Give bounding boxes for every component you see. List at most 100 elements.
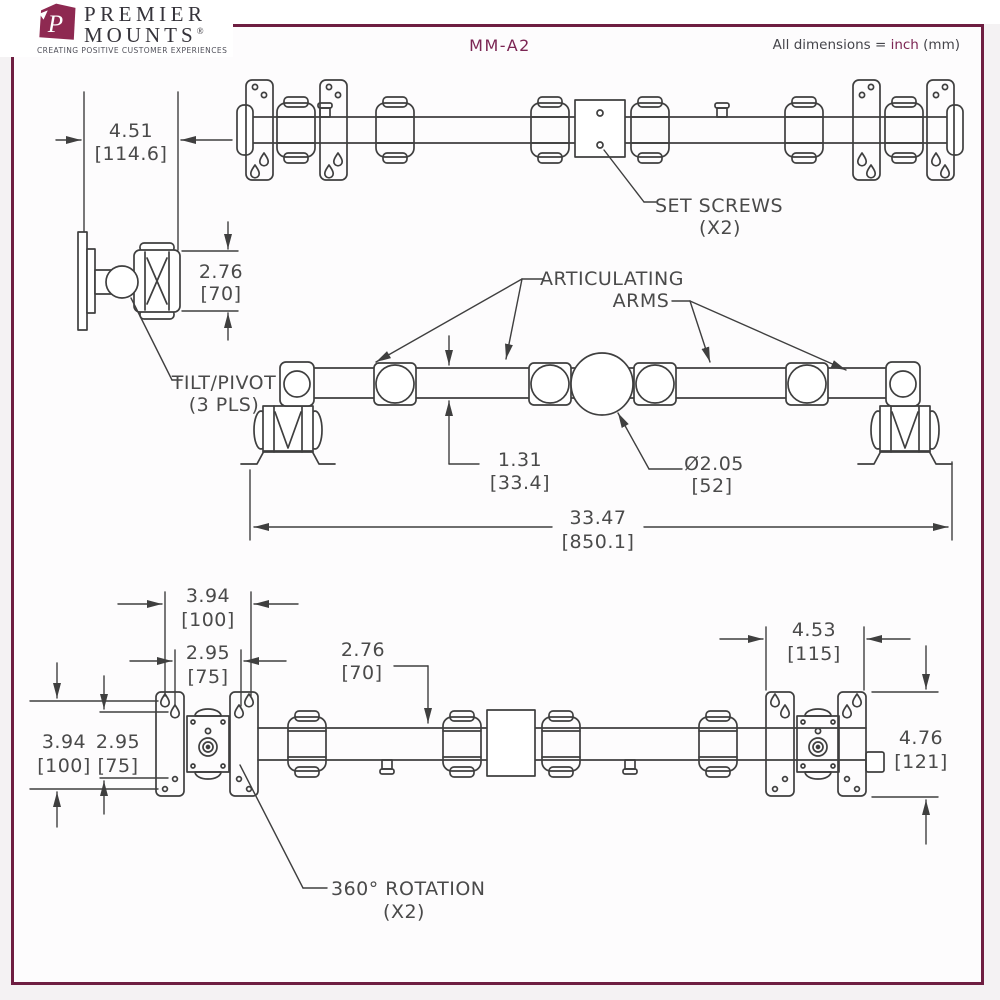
callout-set-screws: SET SCREWS (X2) [603,149,783,239]
dimensions-note-unit: inch [890,37,919,53]
top-view-drawing [236,80,964,180]
clamp-joint [784,96,824,164]
articulating-arms-label-1: ARTICULATING [540,268,684,290]
logo-shape [39,3,76,40]
vesa-plate [230,692,258,796]
vesa-plate [320,80,347,180]
arm-joint [635,364,675,404]
dim-center-section-in: 2.76 [341,639,385,661]
dim-joint-height-in: 2.76 [199,261,243,283]
dim-mount-depth: 4.51 [114.6] [55,91,233,251]
dim-mount-depth-in: 4.51 [109,120,153,142]
vesa-plate [853,80,880,180]
clamp-joint [698,710,738,778]
dim-joint-height-mm: [70] [200,283,241,305]
dim-overall-width: 33.47 [850.1] [249,461,953,553]
arm-end-cap [946,104,964,156]
dim-center-diameter-in: Ø2.05 [684,453,744,475]
vesa-plate [766,692,794,796]
dim-vesa-width-inner-mm: [75] [187,666,228,688]
tilt-pivot-qty: (3 PLS) [189,394,260,416]
dim-vesa-width-outer-in: 3.94 [186,585,230,607]
articulating-arms-label-2: ARMS [613,290,670,312]
rotation-label: 360° ROTATION [331,878,486,900]
screw-stub [714,102,730,118]
dimensions-note: All dimensions = inch (mm) [772,37,960,53]
callout-tilt-pivot: TILT/PIVOT (3 PLS) [130,297,276,416]
dim-vesa-height-inner-in: 2.95 [96,731,140,753]
arm-joint [375,364,415,404]
drawing-sheet [14,27,981,982]
dim-plate-height-in: 4.76 [899,727,943,749]
dim-plate-width: 4.53 [115] [719,619,911,691]
screw-stub [622,759,638,775]
tilt-pivot-label: TILT/PIVOT [171,372,276,394]
rotation-swivel [796,708,840,780]
vesa-plate-edge [77,231,88,331]
dim-vesa-height-outer-mm: [100] [37,755,91,777]
dim-plate-height: 4.76 [121] [871,645,948,845]
dim-plate-height-mm: [121] [894,751,948,773]
dim-arm-thickness-in: 1.31 [498,449,542,471]
dim-vesa-width-inner-in: 2.95 [186,642,230,664]
arm-joint [530,364,570,404]
screw-stub [379,759,395,775]
clamp-joint [442,710,482,778]
logo-tagline: CREATING POSITIVE CUSTOMER EXPERIENCES [37,46,228,55]
set-screws-label: SET SCREWS [655,195,783,217]
registered-mark: ® [196,26,204,36]
arm-end-cap [236,104,254,156]
dim-vesa-height-outer-in: 3.94 [42,731,86,753]
dim-vesa-width-outer: 3.94 [100] [117,585,299,697]
model-number-title: MM-A2 [469,36,531,55]
dim-plate-width-in: 4.53 [792,619,836,641]
center-mount-plate [486,709,536,777]
dim-vesa-height-inner-mm: [75] [97,755,138,777]
dim-arm-thickness-mm: [33.4] [490,472,550,494]
dim-joint-height: 2.76 [70] [181,221,243,341]
rotation-swivel [186,708,230,780]
clamp-joint [276,96,316,164]
dim-vesa-width-outer-mm: [100] [181,609,235,631]
logo-word-premier: PREMIER [84,2,207,26]
dim-center-diameter-mm: [52] [691,475,732,497]
arm-joint [889,370,917,398]
dim-mount-depth-mm: [114.6] [95,143,168,165]
clamp-joint [630,96,670,164]
clamp-joint [541,710,581,778]
pivot-joint [105,265,139,299]
vesa-plate [156,692,184,796]
wall-bracket [857,405,953,465]
set-screws-qty: (X2) [699,217,741,239]
premier-mounts-logo: P PREMIER MOUNTS® CREATING POSITIVE CUST… [0,0,233,57]
front-view-drawing [240,352,953,465]
clamp-knob [865,751,885,773]
dim-plate-width-mm: [115] [787,643,841,665]
dim-center-section-mm: [70] [341,662,382,684]
set-screw-hole [596,141,604,149]
dim-arm-thickness: 1.31 [33.4] [445,335,550,494]
clamp-joint [375,96,415,164]
vesa-plate [838,692,866,796]
clamp-joint [884,96,924,164]
logo-notch [39,10,48,20]
arm-joint [787,364,827,404]
dim-overall-width-in: 33.47 [570,507,627,529]
side-view-drawing [77,231,181,331]
dim-overall-width-mm: [850.1] [562,531,635,553]
dim-vesa-height-inner: 2.95 [75] [96,675,169,815]
clamp-joint [530,96,570,164]
set-screw-hole [596,109,604,117]
arm-joint [283,370,311,398]
premier-mounts-logo-icon: P [39,3,76,40]
rotation-qty: (X2) [383,901,425,923]
logo-word-mounts: MOUNTS® [84,23,204,47]
dim-vesa-width-inner: 2.95 [75] [129,642,287,707]
dim-center-diameter: Ø2.05 [52] [617,412,744,497]
logo-letter: P [47,11,63,38]
center-hub [570,352,634,416]
callout-360-rotation: 360° ROTATION (X2) [239,764,486,923]
wall-bracket [240,405,336,465]
dim-vesa-height-outer: 3.94 [100] [29,662,159,828]
